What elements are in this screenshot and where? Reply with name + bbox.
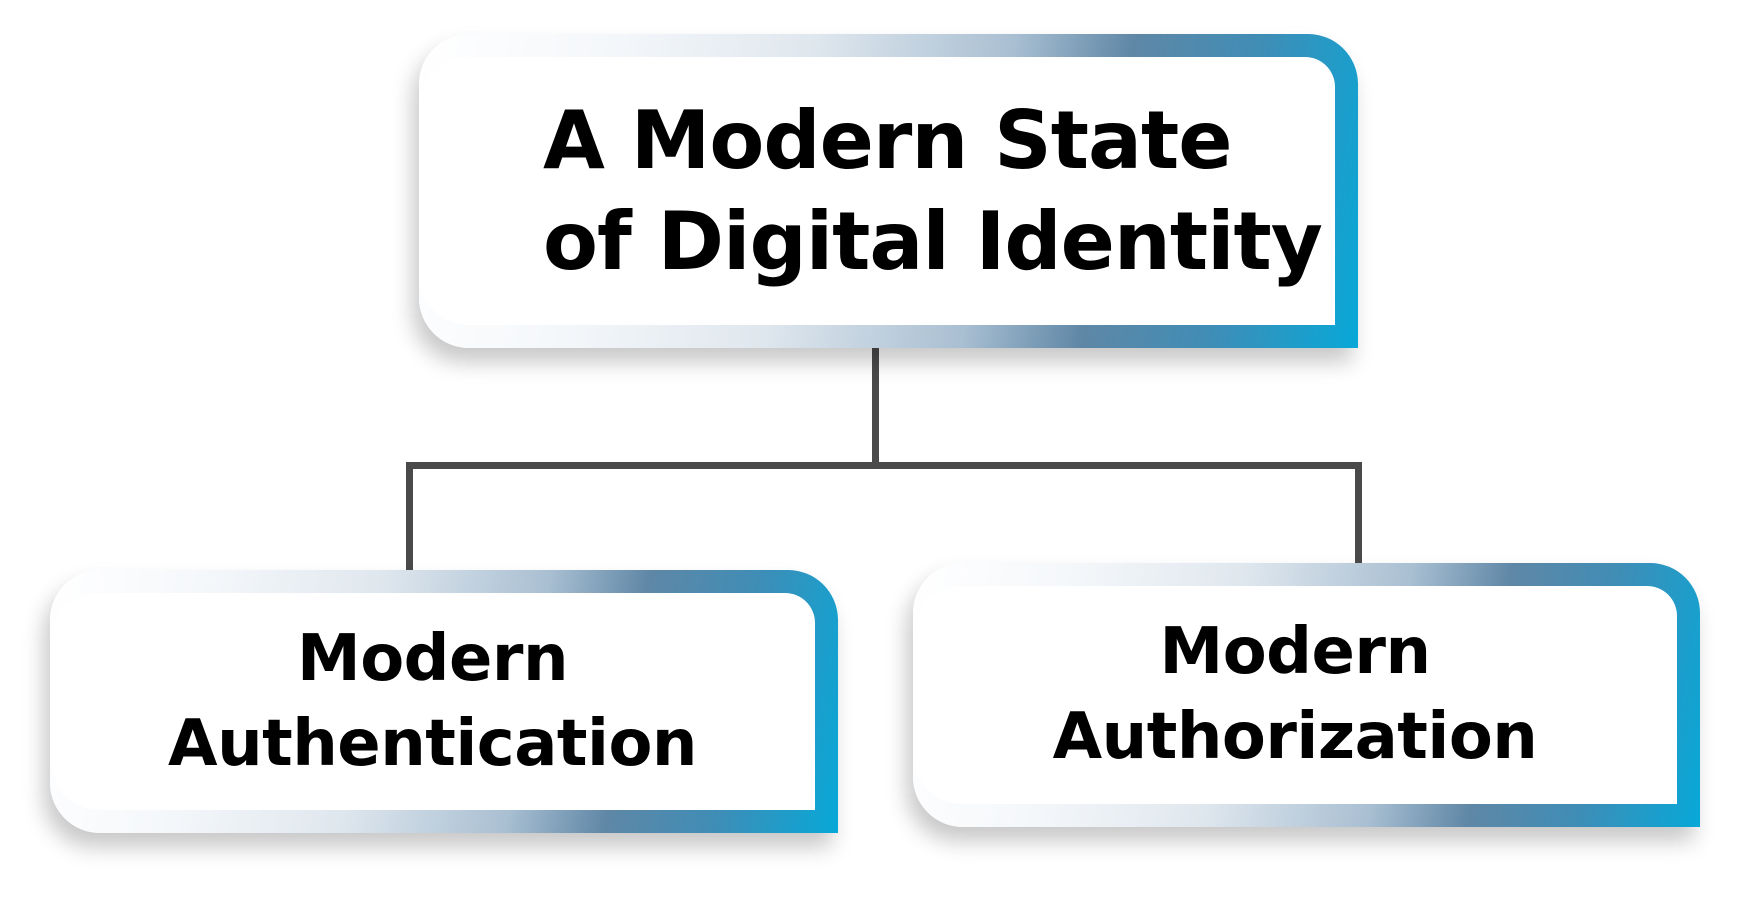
child-node-title-line2: Authentication xyxy=(168,706,697,781)
child-node-panel: Modern Authorization xyxy=(913,586,1677,804)
child-node-title-line1: Modern xyxy=(297,621,569,696)
root-node-digital-identity: A Modern State of Digital Identity xyxy=(419,34,1358,348)
child-node-title-line2: Authorization xyxy=(1052,700,1538,774)
root-node-panel: A Modern State of Digital Identity xyxy=(419,57,1335,325)
child-node-title-line1: Modern xyxy=(1159,615,1432,689)
child-node-modern-authentication: Modern Authentication xyxy=(50,570,838,833)
root-node-title-line1: A Modern State xyxy=(543,94,1232,187)
connector-horizontal xyxy=(406,462,1362,469)
connector-left-vertical xyxy=(406,462,413,570)
child-node-modern-authorization: Modern Authorization xyxy=(913,563,1700,827)
child-node-panel: Modern Authentication xyxy=(50,593,815,810)
connector-root-vertical xyxy=(872,348,879,469)
connector-right-vertical xyxy=(1355,462,1362,563)
root-node-title-line2: of Digital Identity xyxy=(543,195,1323,288)
